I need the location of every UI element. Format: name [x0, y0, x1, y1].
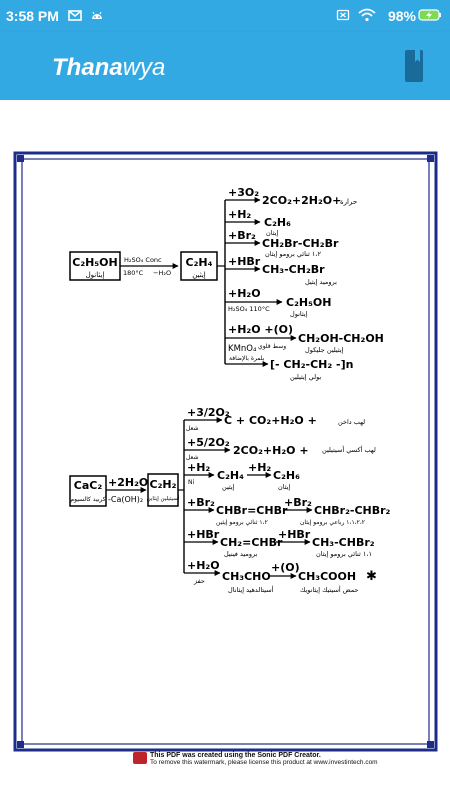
product-ethene-2-name: إيثين [222, 483, 235, 491]
note-smoky-flame: لهب داخن [338, 418, 365, 426]
product-ethanol-name: إيثانول [290, 310, 308, 318]
reagent-3-2-oxygen: +3/2O₂ [187, 406, 230, 419]
dehydration-minus-water: −H₂O [153, 269, 171, 277]
note-oxyacetylene-flame: لهب أكسي أسيتيلين [322, 445, 376, 454]
gmail-icon [68, 10, 82, 21]
product-vinyl-bromide-name: بروميد فينيل [224, 550, 258, 558]
product-ethyl-bromide-name: بروميد إيثيل [305, 278, 337, 286]
product-dibromoethene: CHBr=CHBr [216, 504, 288, 517]
product-ethane-2: C₂H₆ [273, 469, 300, 482]
product-complete-combustion: 2CO₂+H₂O + [233, 444, 309, 457]
status-bar: 3:58 PM 98% [0, 0, 450, 32]
reagent-bromine: +Br₂ [228, 229, 256, 242]
acetylene-reactions-diagram: CaC₂ كربيد كالسيوم +2H₂O -Ca(OH)₂ C₂H₂ أ… [69, 406, 391, 594]
product-dibromoethane: CH₂Br-CH₂Br [262, 237, 339, 250]
bookmark-book-icon[interactable] [404, 49, 424, 83]
reagent-water: +H₂O [228, 287, 261, 300]
reagent-bromine-2: +Br₂ [187, 496, 215, 509]
product-ethylene-glycol: CH₂OH-CH₂OH [298, 332, 384, 345]
product-acetaldehyde: CH₃CHO [222, 570, 271, 583]
product-ethane-2-name: إيثان [278, 483, 291, 491]
watermark-line1: This PDF was created using the Sonic PDF… [150, 752, 321, 759]
product-acetic-acid: CH₃COOH [298, 570, 356, 583]
product-acetic-acid-name: حمض أسيتيك إيثانويك [300, 585, 359, 594]
acetylene-formula: C₂H₂ [150, 478, 177, 491]
product-combustion: 2CO₂+2H₂O+ [262, 194, 341, 207]
reagent-5-2-oxygen: +5/2O₂ [187, 436, 230, 449]
reagent-hbr-2: +HBr [187, 528, 220, 541]
reagent-hydrogen-2: +H₂ [187, 461, 210, 474]
product-acetaldehyde-name: أسيتالدهيد إيثانال [228, 585, 274, 594]
product-ethane: C₂H₆ [264, 216, 291, 229]
acetylene-label: أسيتيلين إيثاين [147, 494, 180, 502]
reagent-oxygen-atom: +(O) [271, 561, 300, 574]
product-ethyl-bromide: CH₃-CH₂Br [262, 263, 325, 276]
ignition-label-2: شعل [186, 454, 198, 461]
ethene-formula: C₂H₄ [186, 256, 213, 269]
dehydration-temp: 180°C [123, 269, 144, 277]
product-polyethylene-name: بولي إيثيلين [290, 373, 321, 381]
product-dibromoethane-2-name: ١،١ ثنائي برومو إيثان [316, 550, 372, 558]
oxidation-catalyst: KMnO₄ [228, 344, 257, 354]
calcium-carbide-box [69, 475, 107, 507]
reagent-hbr: +HBr [228, 255, 261, 268]
app-title-part1: Thana [52, 54, 123, 81]
watermark-line2: To remove this watermark, please license… [150, 759, 378, 766]
page-border [13, 151, 438, 752]
app-title: Thanawya [52, 54, 165, 82]
product-ethane-name: إيثان [266, 229, 279, 237]
ignition-label-1: شعل [186, 425, 198, 432]
product-ethylene-glycol-name: إيثيلين جليكول [305, 346, 344, 354]
pdf-watermark: This PDF was created using the Sonic PDF… [150, 752, 378, 766]
hydration-condition: H₂SO₄ 110°C [228, 305, 270, 313]
product-ethanol: C₂H₅OH [286, 296, 331, 309]
product-tetrabromoethane-name: ١،١،٢،٢ رباعي برومو إيثان [300, 519, 365, 526]
note-heat: حرارة [340, 198, 357, 206]
calcium-carbide-label: كربيد كالسيوم [70, 496, 105, 503]
app-title-part2: wya [122, 54, 166, 81]
reagent-bromine-3: +Br₂ [284, 496, 312, 509]
oxidation-medium: وسط قلوي [258, 343, 286, 350]
sonic-pdf-logo [133, 752, 147, 764]
nickel-catalyst: Ni [188, 479, 194, 486]
ethene-reactions-diagram: C₂H₅OH إيثانول H₂SO₄ Conc 180°C −H₂O C₂H… [69, 186, 384, 381]
reagent-oxidation: +H₂O +(O) [228, 323, 293, 336]
product-vinyl-bromide: CH₂=CHBr [220, 536, 283, 549]
reaction-diagram-page: C₂H₅OH إيثانول H₂SO₄ Conc 180°C −H₂O C₂H… [13, 151, 438, 752]
star-marker: ✱ [366, 569, 377, 584]
product-incomplete-combustion: C + CO₂+H₂O + [224, 414, 317, 427]
product-dibromoethene-name: ١،٢ ثنائي برومو إيثين [216, 519, 268, 526]
reagent-hydrogen-3: +H₂ [248, 461, 271, 474]
product-dibromoethane-2: CH₃-CHBr₂ [312, 536, 375, 549]
reagent-hydrogen: +H₂ [228, 208, 251, 221]
ethanol-formula: C₂H₅OH [72, 256, 117, 269]
ethanol-label: إيثانول [86, 271, 105, 279]
reagent-oxygen: +3O₂ [228, 186, 259, 199]
polymerization-label: بلمرة بالإضافة [229, 355, 265, 362]
reagent-water-2: +H₂O [187, 559, 220, 572]
carbide-reagent: +2H₂O [108, 476, 148, 489]
app-bar: Thanawya [0, 32, 450, 100]
product-tetrabromoethane: CHBr₂-CHBr₂ [314, 504, 391, 517]
reagent-hbr-3: +HBr [278, 528, 311, 541]
calcium-carbide-formula: CaC₂ [74, 479, 103, 492]
carbide-minus: -Ca(OH)₂ [108, 495, 143, 504]
product-ethene-2: C₂H₄ [217, 469, 244, 482]
notification-off-icon [336, 9, 350, 21]
wifi-icon [358, 8, 376, 22]
ethene-label: إيثين [192, 271, 206, 279]
pdf-page: C₂H₅OH إيثانول H₂SO₄ Conc 180°C −H₂O C₂H… [0, 100, 450, 800]
battery-percent: 98% [387, 8, 416, 24]
catalyst-note: حفز [193, 577, 205, 585]
product-dibromoethane-name: ١،٢ ثنائي برومو إيثان [265, 250, 321, 258]
battery-charging-icon [418, 9, 441, 21]
android-icon [92, 11, 102, 19]
status-time: 3:58 PM [6, 8, 59, 24]
product-polyethylene: [- CH₂-CH₂ -]n [270, 358, 353, 371]
dehydration-catalyst: H₂SO₄ Conc [124, 256, 162, 264]
